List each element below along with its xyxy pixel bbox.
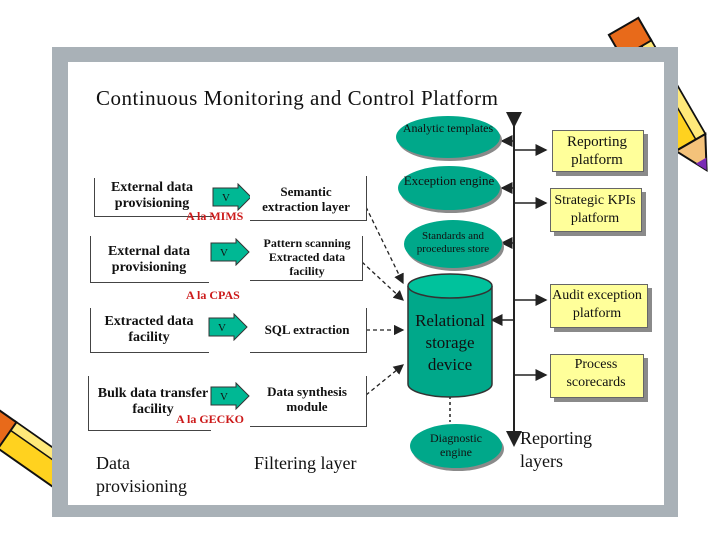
analytic-templates-ellipse	[396, 116, 500, 158]
annotation-cpas: A la CPAS	[186, 288, 240, 302]
layer-label-data-provisioning: Data provisioning	[96, 453, 188, 496]
exception-engine-ellipse	[398, 166, 500, 210]
arrow-right-icon: V	[210, 238, 250, 266]
arrow-letter: V	[218, 322, 226, 334]
arrow-right-icon: V	[212, 183, 252, 211]
relational-storage-label: Relational storage device	[415, 311, 485, 374]
report-box-3	[550, 284, 648, 328]
report-label-1: Reporting platform	[567, 134, 627, 168]
layer-label-reporting: Reporting layers	[520, 428, 592, 471]
standards-store-label: Standards and procedures store	[416, 230, 490, 255]
layer-label-filtering: Filtering layer	[254, 453, 357, 473]
annotation-gecko: A la GECKO	[176, 412, 245, 426]
arrow-right-icon: V	[210, 382, 250, 410]
database-cylinder-icon	[407, 273, 493, 398]
diagnostic-engine-ellipse	[410, 424, 502, 468]
source-box-3	[90, 308, 209, 353]
source-label-3: Extracted data facility	[104, 314, 194, 345]
module-box-2	[250, 236, 363, 281]
report-label-3: Audit exception platform	[552, 288, 642, 321]
source-label-4: Bulk data transfer facility	[97, 386, 209, 417]
arrow-letter: V	[220, 247, 228, 259]
report-label-4: Process scorecards	[566, 357, 626, 390]
module-box-3	[250, 308, 367, 353]
arrow-right-icon: V	[208, 313, 248, 341]
annotation-mims: A la MIMS	[186, 209, 244, 223]
module-label-1: Semantic extraction layer	[262, 184, 350, 214]
source-box-4	[88, 376, 211, 431]
module-label-3: SQL extraction	[264, 322, 350, 337]
analytic-templates-label: Analytic templates	[402, 121, 494, 135]
source-box-1	[94, 178, 213, 217]
arrow-letter: V	[222, 192, 230, 204]
report-box-1	[552, 130, 644, 172]
arrow-letter: V	[220, 391, 228, 403]
exception-engine-label: Exception engine	[403, 173, 495, 188]
module-box-1	[250, 176, 367, 221]
source-label-1: External data provisioning	[110, 180, 194, 211]
diagnostic-engine-label: Diagnostic engine	[430, 431, 482, 459]
module-box-4	[250, 376, 367, 427]
report-box-2	[550, 188, 642, 232]
standards-store-ellipse	[404, 220, 502, 268]
report-box-4	[550, 354, 644, 398]
source-label-2: External data provisioning	[107, 244, 191, 275]
module-label-4: Data synthesis module	[267, 384, 347, 414]
report-label-2: Strategic KPIs platform	[554, 193, 636, 226]
diagram-title: Continuous Monitoring and Control Platfo…	[96, 86, 499, 110]
module-label-2: Pattern scanning Extracted data facility	[263, 236, 351, 278]
source-box-2	[90, 236, 209, 283]
